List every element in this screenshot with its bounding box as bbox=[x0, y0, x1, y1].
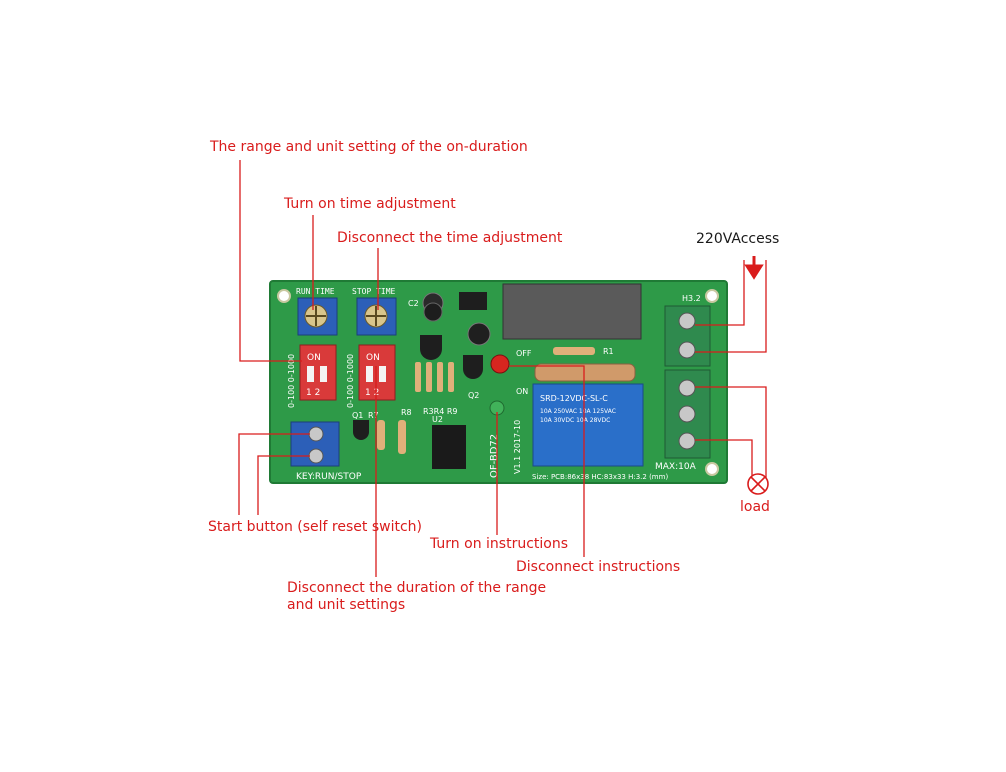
r3r4r9-label: R3R4 R9 bbox=[423, 407, 458, 416]
label-disconnect-duration-2: and unit settings bbox=[287, 597, 406, 613]
label-range-unit-on: The range and unit setting of the on-dur… bbox=[210, 139, 528, 155]
label-turn-on-adjust: Turn on time adjustment bbox=[284, 196, 456, 212]
r8-label: R8 bbox=[401, 408, 412, 417]
dip-range-left: 0-100 0-1000 bbox=[287, 354, 296, 408]
ic-chip bbox=[432, 425, 466, 469]
c2-label: C2 bbox=[408, 299, 419, 308]
u2-label: U2 bbox=[432, 415, 443, 424]
transistor-q1 bbox=[353, 420, 369, 440]
resistor-bank bbox=[415, 362, 454, 392]
transistor bbox=[463, 355, 483, 379]
power-screw[interactable] bbox=[678, 341, 696, 359]
diode-bridge bbox=[459, 292, 487, 310]
label-load: load bbox=[740, 499, 770, 515]
load-screw[interactable] bbox=[678, 379, 696, 397]
on-duration-dip-switch[interactable] bbox=[299, 344, 337, 401]
label-disconnect-duration-1: Disconnect the duration of the range bbox=[287, 580, 547, 596]
power-screw[interactable] bbox=[678, 312, 696, 330]
label-disconnect-instructions: Disconnect instructions bbox=[516, 559, 681, 575]
version-text: V1.1 2017-10 bbox=[513, 420, 522, 474]
dip-toggle[interactable] bbox=[379, 366, 386, 382]
lamp-cross bbox=[750, 476, 766, 492]
capacitor bbox=[467, 322, 491, 346]
key-screw[interactable] bbox=[308, 426, 324, 442]
label-220v-access: 220VAccess bbox=[696, 231, 780, 247]
transistor bbox=[420, 335, 442, 360]
relay-spec1: 10A 250VAC 10A 125VAC bbox=[540, 408, 616, 415]
r7-label: R7 bbox=[368, 411, 379, 420]
key-label: KEY:RUN/STOP bbox=[296, 472, 362, 482]
dip-on-label: ON bbox=[366, 353, 380, 363]
load-screw[interactable] bbox=[678, 432, 696, 450]
dip-range-right: 0-100 0-1000 bbox=[346, 354, 355, 408]
relay-model: SRD-12VDC-SL-C bbox=[540, 394, 608, 403]
model-code: OF-BD72 bbox=[489, 434, 500, 478]
on-label: ON bbox=[516, 387, 528, 396]
label-start-button: Start button (self reset switch) bbox=[208, 519, 422, 535]
line-220v-bottom bbox=[695, 260, 767, 353]
size-text: Size: PCB:86x38 HC:83x33 H:3.2 (mm) bbox=[532, 473, 668, 481]
dip-toggle[interactable] bbox=[307, 366, 314, 382]
dip-numbers: 1 2 bbox=[365, 388, 379, 398]
line-start-bottom bbox=[257, 455, 310, 515]
dip-toggle[interactable] bbox=[320, 366, 327, 382]
off-led bbox=[490, 354, 510, 374]
mount-hole bbox=[277, 289, 291, 303]
relay bbox=[532, 383, 644, 467]
arrow-down-icon bbox=[744, 256, 764, 280]
load-screw[interactable] bbox=[678, 405, 696, 423]
run-time-label: RUN TIME bbox=[296, 287, 335, 296]
max-label: MAX:10A bbox=[655, 462, 697, 472]
off-duration-dip-switch[interactable] bbox=[358, 344, 396, 401]
dip-toggle[interactable] bbox=[366, 366, 373, 382]
mount-hole bbox=[705, 289, 719, 303]
transformer-module bbox=[502, 283, 642, 340]
line-range-unit-on bbox=[239, 160, 302, 362]
label-turn-on-instructions: Turn on instructions bbox=[430, 536, 569, 552]
off-label: OFF bbox=[516, 349, 532, 358]
terminal-h-label: H3.2 bbox=[682, 294, 701, 303]
power-resistor bbox=[534, 363, 636, 382]
stop-time-label: STOP TIME bbox=[352, 287, 396, 296]
line-load-bottom bbox=[695, 439, 753, 478]
line-load-top bbox=[695, 386, 767, 478]
r1-label: R1 bbox=[603, 347, 614, 356]
dip-on-label: ON bbox=[307, 353, 321, 363]
line-220v-top bbox=[695, 260, 745, 326]
relay-spec2: 10A 30VDC 10A 28VDC bbox=[540, 417, 610, 424]
dip-numbers: 1 2 bbox=[306, 388, 320, 398]
label-disconnect-adjust: Disconnect the time adjustment bbox=[337, 230, 563, 246]
q1-label: Q1 bbox=[352, 411, 363, 420]
resistor bbox=[553, 347, 595, 355]
resistor bbox=[398, 420, 406, 454]
callout-lines bbox=[238, 160, 767, 577]
capacitor bbox=[423, 302, 443, 322]
key-screw[interactable] bbox=[308, 448, 324, 464]
q2-label: Q2 bbox=[468, 391, 479, 400]
line-start-top bbox=[238, 433, 310, 515]
resistor bbox=[377, 420, 385, 450]
line-disconnect-instructions bbox=[509, 365, 585, 557]
mount-hole bbox=[705, 462, 719, 476]
